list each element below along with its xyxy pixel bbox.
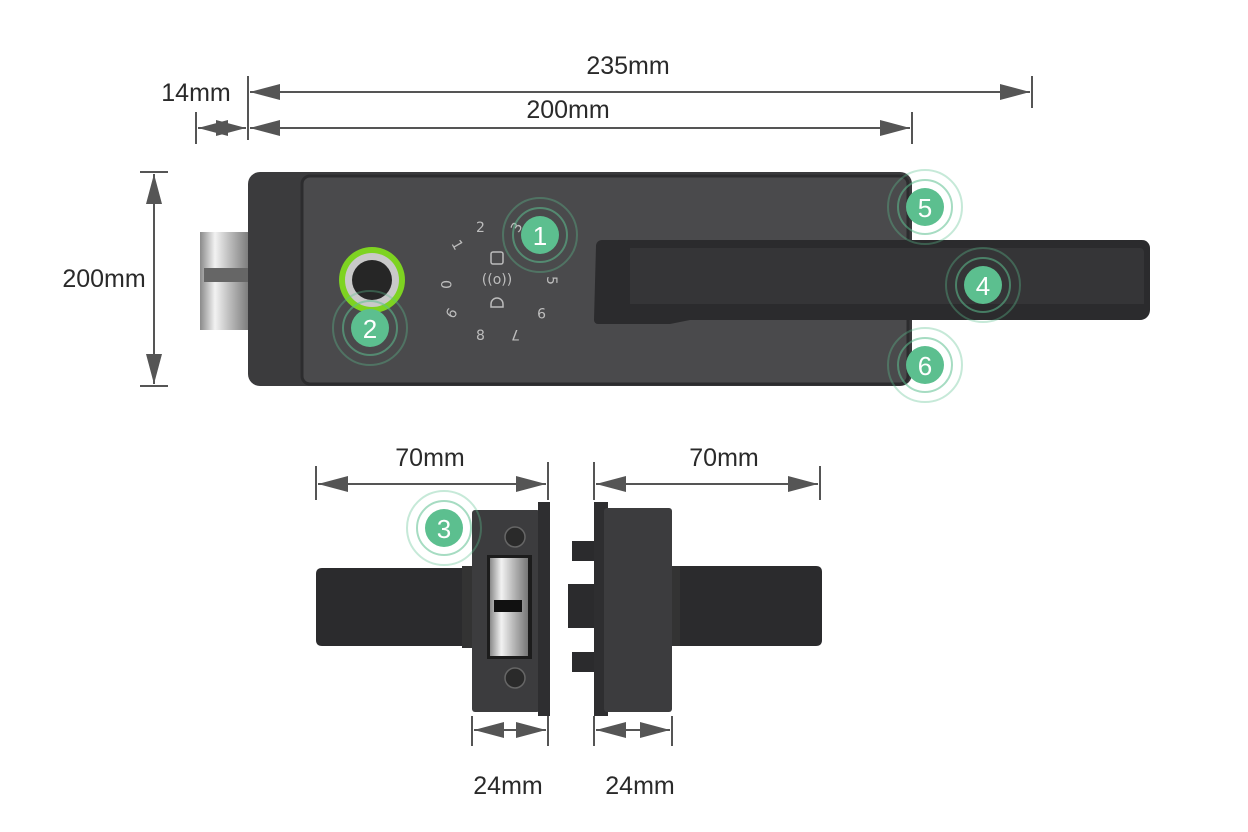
dimension-lines-top [140, 76, 1033, 387]
marker-4: 4 [945, 247, 1021, 323]
key-7: 7 [511, 326, 520, 342]
svg-text:5: 5 [918, 193, 932, 223]
marker-2: 2 [332, 290, 408, 366]
svg-text:1: 1 [533, 221, 547, 251]
svg-text:2: 2 [363, 314, 377, 344]
inner-handle [316, 568, 464, 646]
dim-panel-width: 200mm [526, 96, 609, 124]
marker-3: 3 [406, 490, 482, 566]
svg-text:6: 6 [918, 351, 932, 381]
dim-inner-thickness: 24mm [473, 772, 542, 800]
doorbell-icon [490, 297, 504, 308]
outer-plate [604, 508, 672, 712]
card-reader-icon [490, 251, 504, 265]
wireless-icon: ((o)) [482, 272, 512, 288]
dimension-lines-bottom [315, 462, 821, 746]
key-2: 2 [476, 220, 485, 236]
dim-total-width: 235mm [586, 52, 669, 80]
marker-5: 5 [887, 169, 963, 245]
key-0: 0 [437, 280, 453, 289]
dim-inner-handle: 70mm [395, 444, 464, 472]
dim-latch-offset: 14mm [161, 79, 230, 107]
screw-icon [504, 526, 526, 548]
lock-side-view-outer [568, 502, 822, 716]
svg-text:4: 4 [976, 271, 990, 301]
key-5: 5 [543, 276, 559, 285]
key-8: 8 [476, 328, 485, 344]
dim-outer-handle: 70mm [689, 444, 758, 472]
marker-1: 1 [502, 197, 578, 273]
lock-front-view: 0 1 2 3 5 6 7 8 9 ((o)) [200, 172, 1150, 386]
marker-6: 6 [887, 327, 963, 403]
svg-text:3: 3 [437, 514, 451, 544]
screw-icon [504, 667, 526, 689]
outer-handle [680, 566, 822, 646]
feature-markers: 1 2 3 4 5 6 [332, 169, 1021, 566]
lock-side-view-inner [316, 502, 550, 716]
key-9: 9 [537, 304, 546, 320]
dim-outer-thickness: 24mm [605, 772, 674, 800]
dim-height: 200mm [62, 265, 145, 293]
